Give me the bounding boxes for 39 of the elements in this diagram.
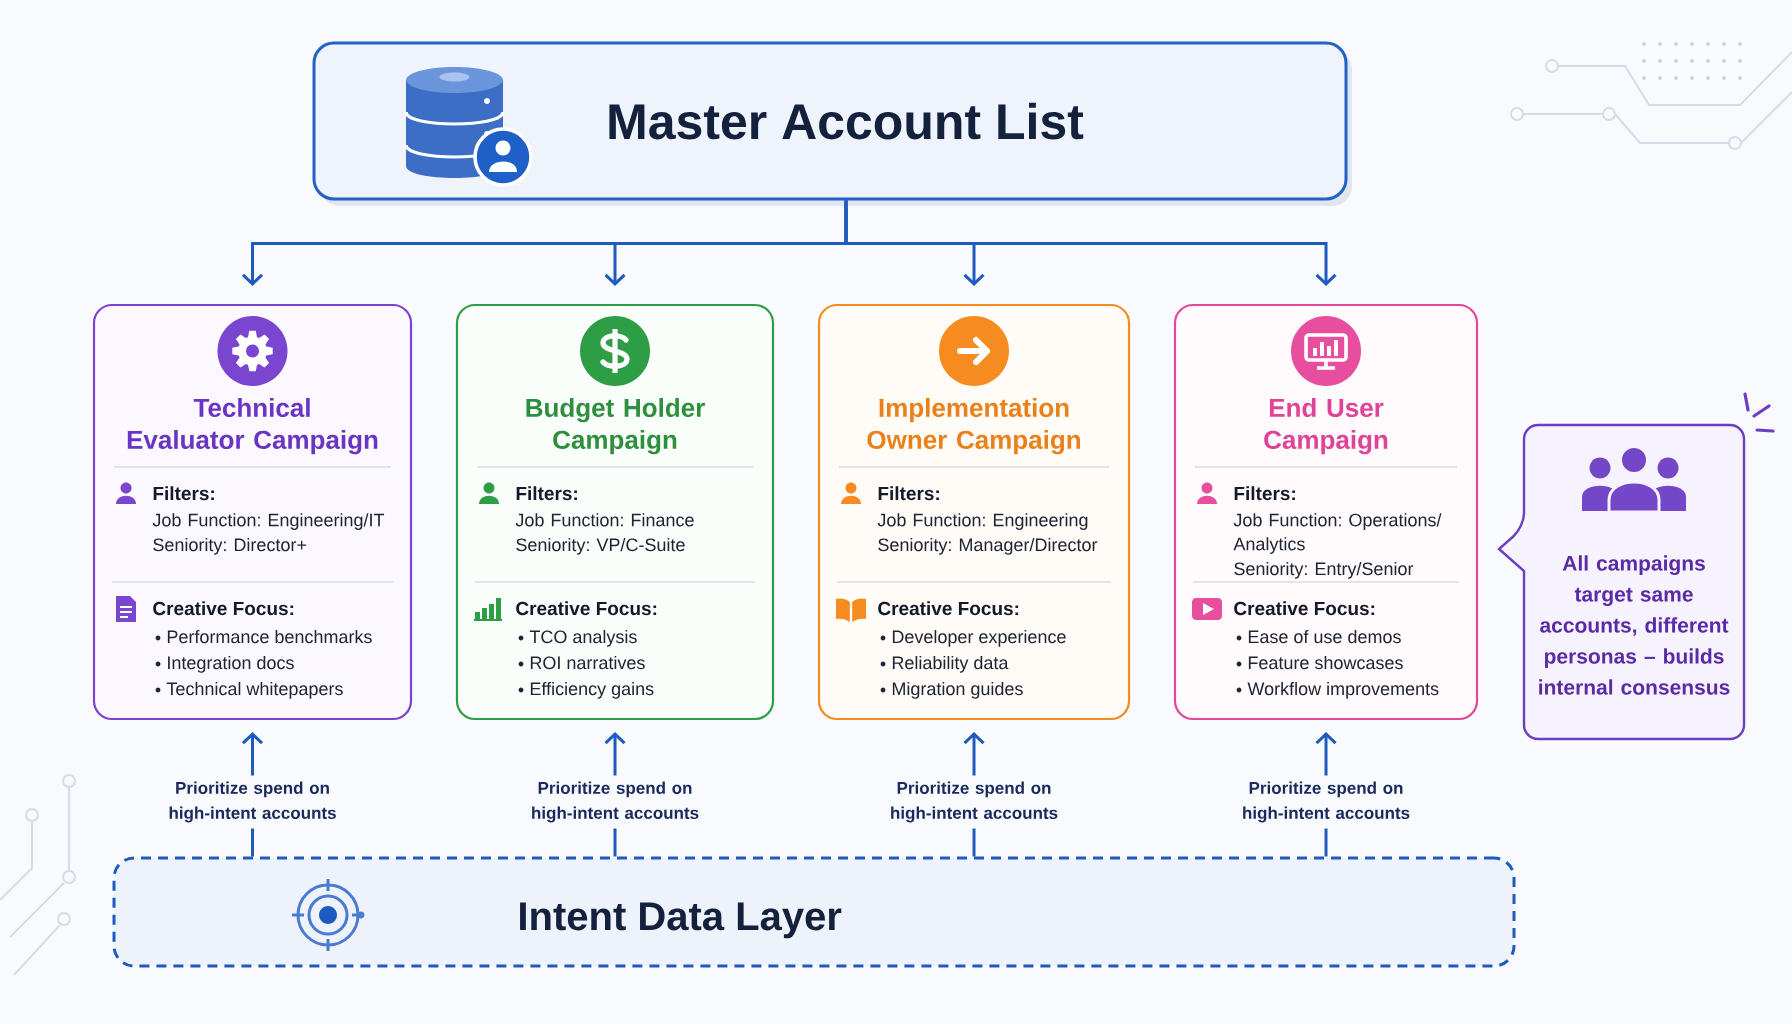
list-item: Ease of use demos [1248,629,1401,644]
filter-text: Job Function: Operations/ Analytics [1233,513,1442,554]
list-item: Technical whitepapers [166,681,343,699]
section-heading: Filters: [878,486,939,501]
filter-text: Job Function: Finance [515,513,694,527]
section-heading: Creative Focus: [1234,601,1375,616]
list-item: Migration guides [892,681,1023,699]
card-title: Implementation Owner Campaign [867,397,1080,455]
list-item: Developer experience [892,629,1066,647]
list-item: TCO analysis [529,629,637,647]
filter-text: Seniority: Entry/Senior [1234,561,1414,579]
list-item: Workflow improvements [1247,681,1439,699]
edge-label: Prioritize spend on high-intent accounts [1228,775,1424,829]
section-heading: Creative Focus: [153,601,294,616]
filter-text: Seniority: VP/C-Suite [516,537,685,555]
edge-label: Prioritize spend on high-intent accounts [154,775,351,829]
layer-title: Intent Data Layer [520,902,842,939]
filter-text: Seniority: Director+ [153,537,307,555]
section-heading: Filters: [516,486,577,501]
list-item: Reliability data [892,655,1009,673]
section-heading: Filters: [1234,486,1295,501]
card-title: Budget Holder Campaign [526,397,705,455]
section-heading: Filters: [153,486,214,501]
card-title: End User Campaign [1264,397,1388,455]
list-item: Integration docs [168,655,294,673]
edge-label: Prioritize spend on high-intent accounts [517,775,713,829]
arrow [844,200,1337,286]
filter-text: Job Function: Engineering [877,513,1088,530]
filter-text: Seniority: Manager/Director [878,537,1098,555]
section-heading: Creative Focus: [516,601,657,616]
filter-text: Job Function: Engineering/IT [152,513,385,530]
list-item: Efficiency gains [530,681,654,699]
edge-label: Prioritize spend on high-intent accounts [876,775,1072,829]
section-heading: Creative Focus: [878,601,1019,616]
callout-text: All campaigns target same accounts, different personas – builds internal consensus [1539,555,1730,695]
list-item: Feature showcases [1248,655,1403,670]
list-item: ROI narratives [530,655,645,670]
card-title: Technical Evaluator Campaign [127,397,378,455]
list-item: Performance benchmarks [167,629,372,644]
